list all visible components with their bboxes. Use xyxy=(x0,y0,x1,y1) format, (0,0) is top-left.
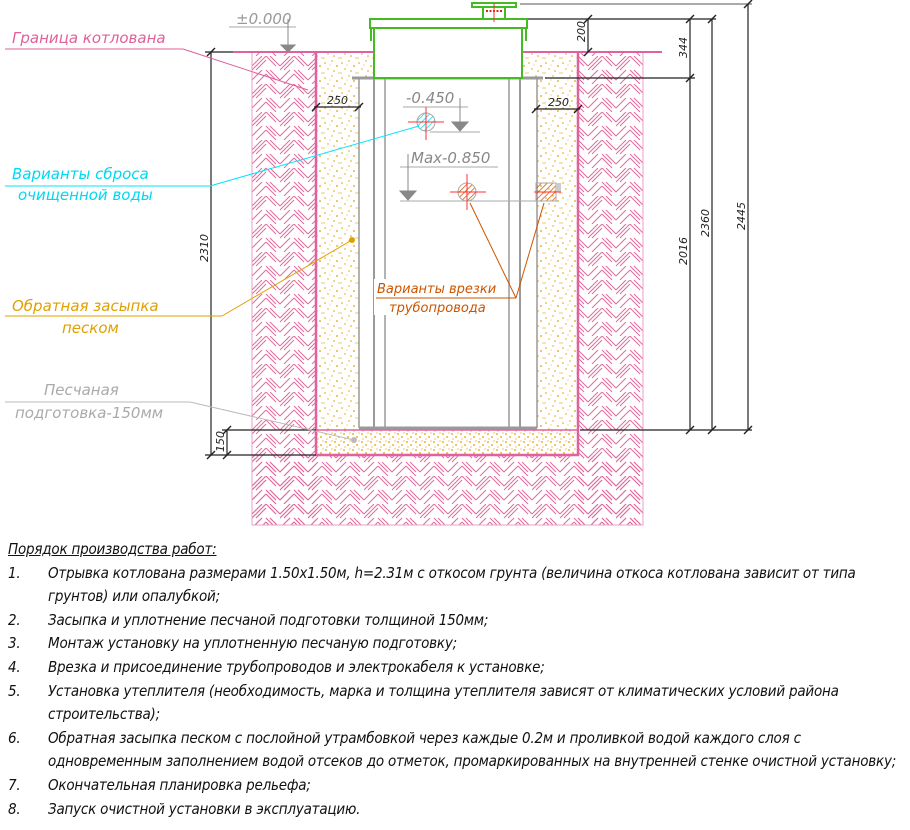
svg-text:очищенной воды: очищенной воды xyxy=(18,186,153,204)
level-mark-inlet: Max-0.850 xyxy=(398,149,558,202)
dim-2310: 2310 xyxy=(198,234,211,262)
dim-2016: 2016 xyxy=(677,237,690,265)
excavation-section-drawing: ±0.000 -0.450 Max-0.850 xyxy=(5,0,753,526)
callout-pit-boundary: Граница котлована xyxy=(5,29,309,91)
soil-hatch xyxy=(251,51,644,526)
dim-250-right: 250 xyxy=(548,96,569,109)
svg-text:Варианты сброса: Варианты сброса xyxy=(12,165,149,183)
list-item: 6.Обратная засыпка песком с послойной ут… xyxy=(8,728,897,771)
list-item: 2.Засыпка и уплотнение песчаной подготов… xyxy=(8,610,489,629)
callout-tapping: Варианты врезки трубопровода xyxy=(374,202,545,316)
dim-250-left: 250 xyxy=(327,94,348,107)
outlet-pipe-variant xyxy=(408,107,444,140)
callout-bedding: Песчаная подготовка-150мм xyxy=(5,381,357,443)
work-procedure-notes: Порядок производства работ: 1.Отрывка ко… xyxy=(8,538,908,821)
svg-text:±0.000: ±0.000 xyxy=(236,10,292,28)
tank-lid xyxy=(369,2,528,79)
level-mark-zero: ±0.000 xyxy=(229,10,297,53)
svg-text:Варианты врезки: Варианты врезки xyxy=(377,282,496,297)
pit-boundary-line xyxy=(233,51,662,457)
dim-200: 200 xyxy=(575,21,588,42)
treatment-tank xyxy=(352,76,543,430)
svg-text:Песчаная: Песчаная xyxy=(44,381,119,399)
inlet-pipe-variant xyxy=(450,174,561,210)
dim-150: 150 xyxy=(214,431,227,452)
dim-2445: 2445 xyxy=(735,202,748,230)
svg-text:подготовка-150мм: подготовка-150мм xyxy=(15,404,163,422)
dimension-lines xyxy=(205,0,753,460)
list-item: 3.Монтаж установку на уплотненную песчан… xyxy=(8,634,457,653)
svg-text:Обратная засыпка: Обратная засыпка xyxy=(12,297,159,315)
callout-backfill: Обратная засыпка песком xyxy=(5,237,355,337)
notes-title: Порядок производства работ: xyxy=(8,540,217,558)
svg-text:трубопровода: трубопровода xyxy=(389,301,486,316)
list-item: 8.Запуск очистной установки в эксплуатац… xyxy=(8,799,361,818)
svg-text:Граница котлована: Граница котлована xyxy=(12,29,166,47)
list-item: 1.Отрывка котлована размерами 1.50x1.50м… xyxy=(8,563,856,606)
svg-text:Max-0.850: Max-0.850 xyxy=(411,149,490,167)
list-item: 7.Окончательная планировка рельефа; xyxy=(8,775,311,794)
list-item: 4.Врезка и присоединение трубопроводов и… xyxy=(8,657,545,676)
callout-discharge: Варианты сброса очищенной воды xyxy=(5,125,420,204)
dim-344: 344 xyxy=(677,37,690,58)
dim-2360: 2360 xyxy=(699,209,712,237)
level-mark-outlet: -0.450 xyxy=(403,89,480,133)
svg-text:-0.450: -0.450 xyxy=(406,89,454,107)
list-item: 5.Установка утеплителя (необходимость, м… xyxy=(8,681,839,724)
svg-text:песком: песком xyxy=(62,319,119,337)
